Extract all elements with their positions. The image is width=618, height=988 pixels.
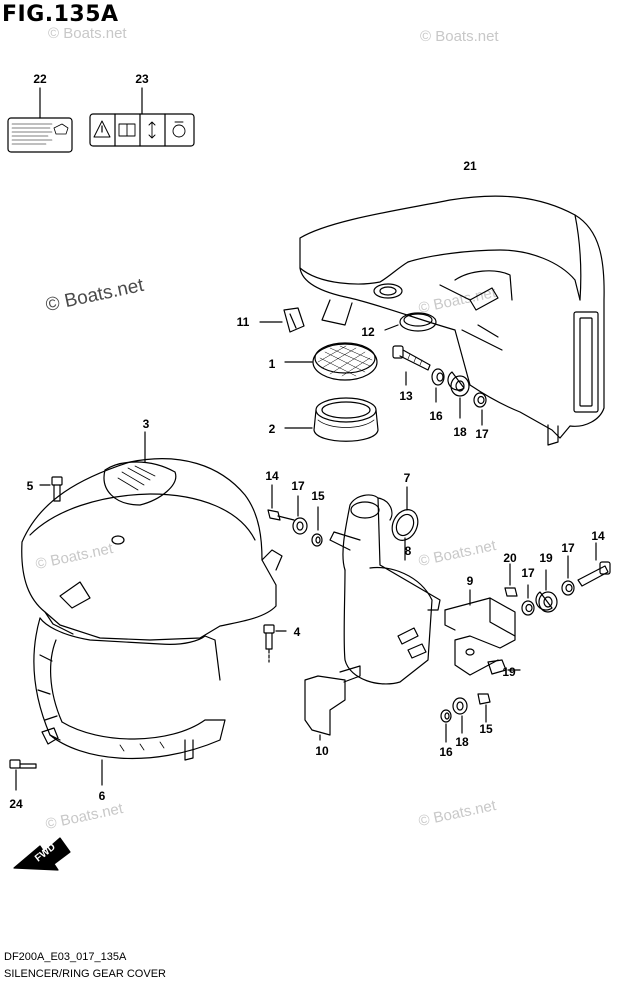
watermark: © Boats.net: [48, 25, 127, 42]
part-number-label: 12: [361, 325, 375, 339]
part-number-label: 18: [453, 425, 467, 439]
silencer-case-22: [299, 195, 605, 446]
part-number-label: 15: [479, 722, 493, 736]
fwd-arrow: [13, 837, 71, 871]
part-number-label: 14: [591, 529, 605, 543]
part-number-label: 10: [315, 744, 329, 758]
bolt-5: [39, 476, 63, 502]
part-number-label: 11: [237, 315, 250, 329]
part-number-label: 16: [439, 745, 453, 759]
part-number-label: 24: [9, 797, 23, 811]
part-number-label: 7: [404, 471, 411, 485]
figure-caption: SILENCER/RING GEAR COVER: [4, 968, 166, 980]
part-number-label: 20: [503, 551, 517, 565]
warning-sticker-24: [89, 87, 195, 147]
part-number-label: 19: [502, 665, 516, 679]
part-number-label: 3: [143, 417, 150, 431]
part-number-label: 17: [521, 566, 535, 580]
part-number-label: 2: [269, 422, 276, 436]
part-number-label: 18: [455, 735, 469, 749]
part-number-label: 19: [539, 551, 553, 565]
clip-20: [487, 659, 521, 675]
figure-code: DF200A_E03_017_135A: [4, 951, 127, 963]
bolt-14-top: [392, 345, 431, 386]
part-number-label: 1: [269, 357, 276, 371]
part-number-label: 16: [429, 409, 443, 423]
fasteners-middle-top: [267, 484, 323, 547]
ring-gear-cover-3: [21, 431, 283, 641]
part-number-label: 9: [467, 574, 474, 588]
part-number-label: 13: [399, 389, 413, 403]
clip-12: [259, 307, 305, 333]
bolt-4: [263, 624, 287, 663]
part-number-label: 5: [27, 479, 34, 493]
part-number-label: 14: [265, 469, 279, 483]
bracket-11: [304, 665, 361, 741]
part-number-label: 17: [561, 541, 575, 555]
bracket-10: [444, 589, 516, 676]
ring-gear-cover-6: [33, 617, 226, 786]
part-number-label: 8: [405, 544, 412, 558]
fasteners-bottom: [440, 693, 491, 743]
watermark: © Boats.net: [420, 28, 499, 45]
collar-2: [284, 397, 379, 442]
part-number-label: 17: [291, 479, 305, 493]
part-number-label: 4: [294, 625, 301, 639]
cap-9: [391, 486, 419, 541]
silencer-8: [329, 494, 441, 685]
part-number-label: 6: [99, 789, 106, 803]
screen-1: [284, 342, 378, 381]
part-number-label: 17: [475, 427, 489, 441]
washers-top: [431, 368, 487, 426]
grommet-13: [384, 312, 437, 332]
bolt-7: [9, 759, 37, 791]
part-number-label: 22: [33, 72, 47, 86]
part-number-label: 23: [135, 72, 149, 86]
part-number-label: 15: [311, 489, 325, 503]
fasteners-right: [504, 542, 611, 616]
part-number-label: 21: [463, 159, 477, 173]
figure-title: FIG.135A: [2, 2, 119, 27]
label-sticker-23: [7, 87, 73, 153]
